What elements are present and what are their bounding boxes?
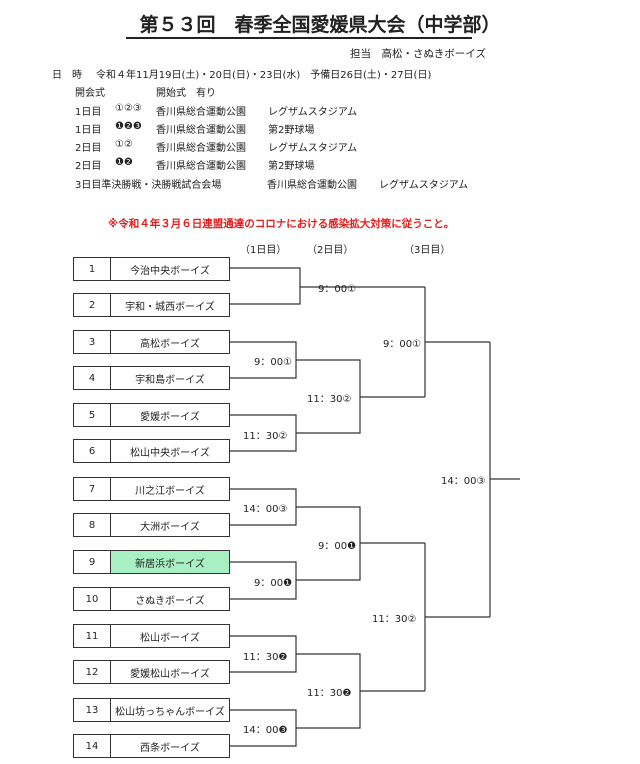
match-time-label: 9：00① [254, 357, 293, 368]
match-time-label: 11：30❷ [243, 652, 288, 663]
team-name: 宇和・城西ボーイズ [125, 301, 215, 313]
seed-number: 13 [74, 699, 111, 721]
match-time-label: 11：30② [372, 614, 417, 625]
team-slot: 6 松山中央ボーイズ [73, 439, 230, 463]
seed-number: 1 [74, 258, 111, 280]
team-slot: 2 宇和・城西ボーイズ [73, 293, 230, 317]
match-time-label: 11：30❷ [307, 688, 352, 699]
schedule-venue: 香川県総合運動公園 [156, 143, 246, 154]
seed-number: 11 [74, 625, 111, 647]
seed-number: 4 [74, 367, 111, 389]
team-name: 川之江ボーイズ [135, 485, 205, 497]
team-name: さぬきボーイズ [135, 595, 205, 607]
match-time-label: 9：00① [318, 284, 357, 295]
match-time-label: 14：00❸ [243, 725, 288, 736]
seed-number: 5 [74, 404, 111, 426]
team-name: 大洲ボーイズ [140, 521, 200, 533]
team-name: 愛媛松山ボーイズ [130, 668, 210, 680]
team-name: 愛媛ボーイズ [140, 411, 200, 423]
schedule-field: 第2野球場 [268, 125, 315, 136]
match-time-label: 9：00① [383, 339, 422, 350]
schedule-field: レグザムスタジアム [268, 107, 358, 118]
schedule-field: レグザムスタジアム [379, 180, 469, 191]
team-name: 新居浜ボーイズ [111, 551, 229, 573]
team-slot: 4 宇和島ボーイズ [73, 366, 230, 390]
seed-number: 10 [74, 588, 111, 610]
team-name: 松山坊っちゃんボーイズ [115, 706, 225, 718]
team-slot: 12 愛媛松山ボーイズ [73, 660, 230, 684]
team-name: 今治中央ボーイズ [130, 265, 210, 277]
team-slot: 14 西条ボーイズ [73, 734, 230, 758]
team-name: 宇和島ボーイズ [135, 374, 205, 386]
schedule-matches: ❶❷❸ [115, 121, 142, 132]
seed-number: 2 [74, 294, 111, 316]
schedule-matches: ①② [115, 139, 133, 150]
team-slot: 13 松山坊っちゃんボーイズ [73, 698, 230, 722]
seed-number: 3 [74, 331, 111, 353]
match-time-label: 9：00❶ [318, 541, 357, 552]
seed-number: 9 [74, 551, 111, 573]
match-time-label: 11：30② [307, 394, 352, 405]
opening-text: 開始式 有り [156, 88, 216, 99]
day-header: （1日目） [240, 245, 287, 256]
date-text: 令和４年11月19日(土)・20日(日)・23日(水) 予備日26日(土)・27… [96, 70, 432, 81]
schedule-day: 1日目 [75, 125, 102, 136]
schedule-day: 3日目準決勝戦・決勝戦試合会場 [75, 180, 222, 191]
match-time-label: 9：00❶ [254, 578, 293, 589]
team-name: 西条ボーイズ [140, 742, 200, 754]
day-header: （3日目） [404, 245, 451, 256]
team-slot: 11 松山ボーイズ [73, 624, 230, 648]
seed-number: 12 [74, 661, 111, 683]
schedule-venue: 香川県総合運動公園 [156, 161, 246, 172]
day-header: （2日目） [307, 245, 354, 256]
schedule-venue: 香川県総合運動公園 [156, 125, 246, 136]
team-slot: 10 さぬきボーイズ [73, 587, 230, 611]
schedule-matches: ❶❷ [115, 157, 133, 168]
schedule-field: レグザムスタジアム [268, 143, 358, 154]
schedule-venue: 香川県総合運動公園 [267, 180, 357, 191]
date-label: 日 時 [52, 70, 82, 81]
schedule-matches: ①②③ [115, 103, 142, 114]
match-time-label: 14：00③ [243, 504, 288, 515]
team-slot: 1 今治中央ボーイズ [73, 257, 230, 281]
team-name: 松山中央ボーイズ [130, 447, 210, 459]
team-slot: 3 高松ボーイズ [73, 330, 230, 354]
team-slot: 5 愛媛ボーイズ [73, 403, 230, 427]
team-slot: 7 川之江ボーイズ [73, 477, 230, 501]
seed-number: 8 [74, 514, 111, 536]
title-underline [126, 37, 472, 39]
schedule-day: 2日目 [75, 143, 102, 154]
seed-number: 6 [74, 440, 111, 462]
match-time-label: 14：00③ [441, 476, 486, 487]
opening-label: 開会式 [75, 88, 105, 99]
match-time-label: 11：30② [243, 431, 288, 442]
team-name: 高松ボーイズ [140, 338, 200, 350]
schedule-field: 第2野球場 [268, 161, 315, 172]
team-name: 松山ボーイズ [140, 632, 200, 644]
schedule-day: 1日目 [75, 107, 102, 118]
schedule-venue: 香川県総合運動公園 [156, 107, 246, 118]
seed-number: 14 [74, 735, 111, 757]
seed-number: 7 [74, 478, 111, 500]
schedule-day: 2日目 [75, 161, 102, 172]
organizer-text: 担当 高松・さぬきボーイズ [350, 48, 486, 60]
team-slot: 8 大洲ボーイズ [73, 513, 230, 537]
notice-text: ※令和４年３月６日連盟通達のコロナにおける感染拡大対策に従うこと。 [108, 218, 455, 230]
page-title: 第５３回 春季全国愛媛県大会（中学部） [139, 14, 501, 36]
